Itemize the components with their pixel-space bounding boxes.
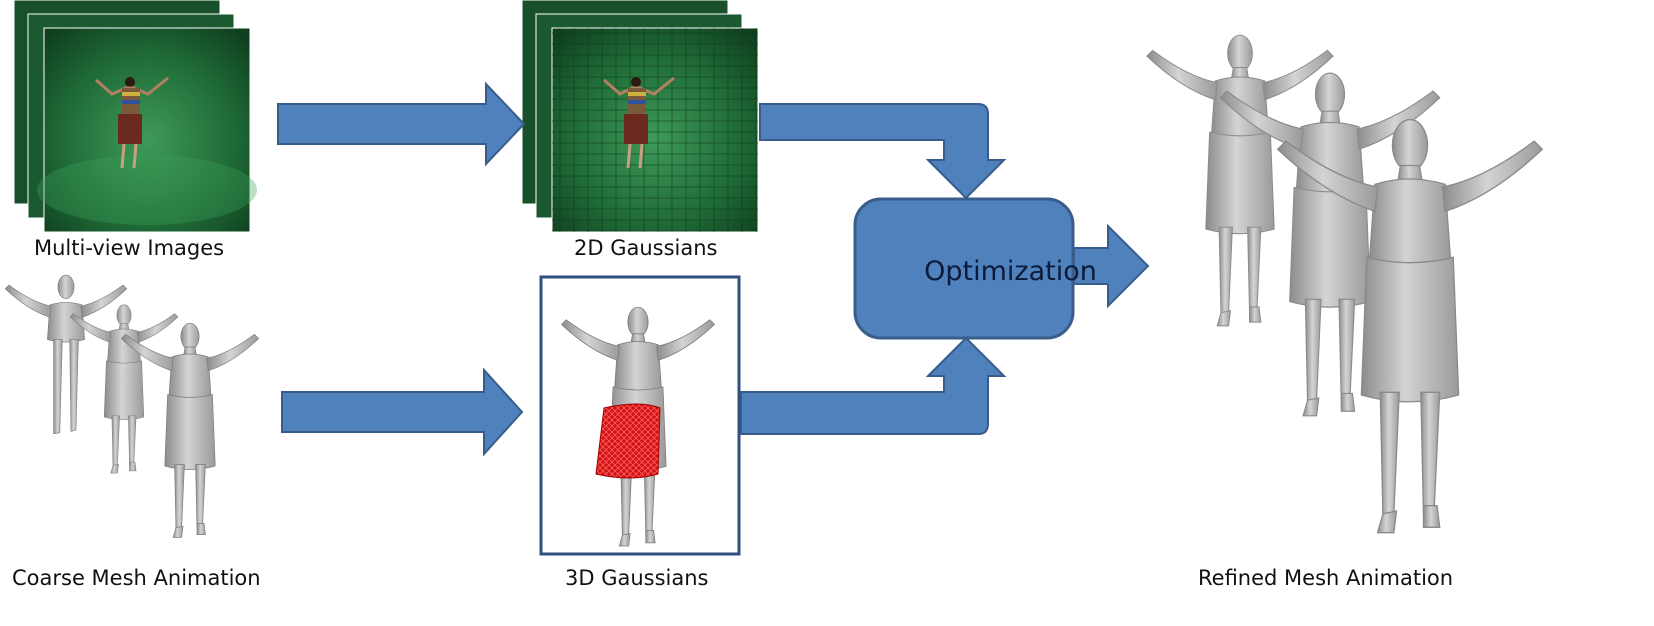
- arrow-right-icon: [281, 367, 524, 457]
- multiview-images: [13, 0, 257, 233]
- caption-refined-mesh: Refined Mesh Animation: [1198, 566, 1454, 590]
- dancer-photo: [95, 76, 169, 169]
- elbow-arrow-up-icon: [740, 336, 1007, 435]
- optimization-label: Optimization: [924, 256, 1097, 287]
- caption-2d-gaussians: 2D Gaussians: [574, 236, 718, 260]
- caption-3d-gaussians: 3D Gaussians: [565, 566, 709, 590]
- caption-coarse-mesh: Coarse Mesh Animation: [12, 566, 261, 590]
- dancer-gaussian: [603, 76, 675, 169]
- gaussians-2d-images: [521, 0, 759, 233]
- gaussians-3d-figure: [561, 306, 715, 547]
- elbow-arrow-down-icon: [759, 103, 1007, 200]
- refined-mesh-animation: [1146, 34, 1543, 534]
- coarse-mesh-animation: [4, 274, 259, 538]
- arrow-right-icon: [277, 81, 526, 167]
- optimization-box: [853, 197, 1075, 340]
- arrow-right-icon: [1073, 223, 1150, 309]
- red-skirt-gaussians: [595, 403, 661, 479]
- caption-multiview: Multi-view Images: [34, 236, 225, 260]
